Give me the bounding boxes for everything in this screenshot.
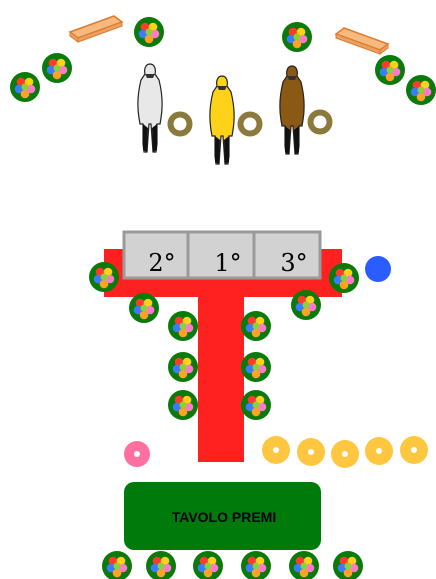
flower-planter-icon [241, 390, 271, 420]
bench-icon [336, 28, 388, 54]
podium-label-first: 1° [214, 249, 241, 277]
gold-marker-center [273, 447, 279, 453]
gold-marker-row [262, 436, 428, 468]
flower-planter-icon [89, 262, 119, 292]
flower-planter-icon [329, 263, 359, 293]
flower-planter-icon [134, 17, 164, 47]
flower-planter-icon [129, 293, 159, 323]
flower-planter-icon [168, 352, 198, 382]
flower-planter-icon [10, 72, 40, 102]
marker-ring-icon [171, 115, 190, 134]
flower-planter-icon [289, 551, 319, 579]
podium-label-second: 2° [148, 249, 175, 277]
flower-planter-icon [168, 311, 198, 341]
podium: 2° 1° 3° [124, 232, 320, 278]
flower-planter-icon [42, 53, 72, 83]
flower-planter-icon [282, 22, 312, 52]
prize-table-label: TAVOLO PREMI [172, 509, 276, 525]
gold-marker-center [376, 448, 382, 454]
athlete-figure-icon [138, 64, 162, 152]
gold-marker-center [308, 449, 314, 455]
flower-planter-icon [241, 551, 271, 579]
gold-marker-center [411, 447, 417, 453]
flower-planter-icon [102, 551, 132, 579]
bench-icon [70, 16, 122, 42]
t-stage-runway [198, 290, 244, 462]
flower-planter-icon [375, 55, 405, 85]
flower-planter-icon [241, 311, 271, 341]
flower-planter-icon [241, 352, 271, 382]
athlete-figure-icon [280, 66, 304, 154]
flower-planter-icon [168, 390, 198, 420]
flower-planter-icon [146, 551, 176, 579]
marker-ring-icon [311, 113, 330, 132]
flower-planter-icon [406, 75, 436, 105]
athlete-figure-icon [210, 76, 234, 164]
blue-marker-icon [365, 256, 391, 282]
flower-planter-icon [291, 290, 321, 320]
flower-planter-icon [193, 551, 223, 579]
podium-label-third: 3° [280, 249, 307, 277]
marker-ring-icon [241, 115, 260, 134]
flower-planter-icon [333, 551, 363, 579]
gold-marker-center [342, 451, 348, 457]
pink-marker-center [134, 451, 140, 457]
